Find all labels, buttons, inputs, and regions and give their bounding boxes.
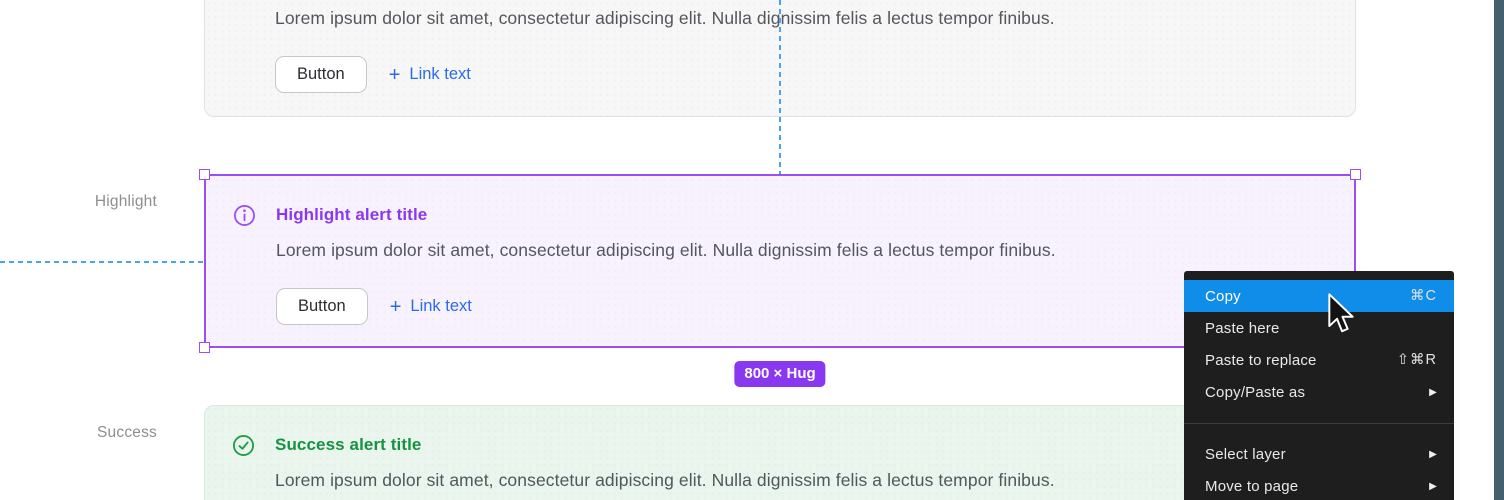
submenu-arrow-icon: ▶ bbox=[1429, 448, 1437, 460]
alert-link-label: Link text bbox=[410, 297, 472, 315]
shortcut-paste-to-replace: ⇧⌘R bbox=[1396, 352, 1437, 368]
alert-link[interactable]: + Link text bbox=[390, 297, 472, 317]
context-menu: Copy ⌘C Paste here Paste to replace ⇧⌘R … bbox=[1184, 271, 1454, 500]
canvas-label-success: Success bbox=[97, 424, 157, 441]
alert-button[interactable]: Button bbox=[275, 56, 367, 93]
alert-title: Success alert title bbox=[275, 435, 422, 454]
vertical-guide-line bbox=[779, 0, 781, 174]
alert-body-text: Lorem ipsum dolor sit amet, consectetur … bbox=[276, 240, 1056, 260]
submenu-arrow-icon: ▶ bbox=[1429, 480, 1437, 492]
selection-handle-top-left[interactable] bbox=[199, 169, 210, 180]
menu-item-select-layer[interactable]: Select layer ▶ bbox=[1205, 445, 1437, 463]
alert-title: Highlight alert title bbox=[276, 205, 428, 224]
check-circle-icon bbox=[232, 434, 255, 457]
alert-link-label: Link text bbox=[409, 65, 471, 83]
plus-icon: + bbox=[388, 63, 401, 86]
menu-item-copy-paste-as[interactable]: Copy/Paste as ▶ bbox=[1205, 383, 1437, 401]
alert-actions-row: Button + Link text bbox=[275, 56, 471, 93]
selection-size-badge: 800 × Hug bbox=[734, 361, 826, 387]
alert-link[interactable]: + Link text bbox=[389, 65, 471, 85]
horizontal-guide-line bbox=[0, 261, 204, 263]
menu-divider bbox=[1184, 423, 1454, 424]
shortcut-copy: ⌘C bbox=[1410, 288, 1437, 304]
alert-button[interactable]: Button bbox=[276, 288, 368, 325]
info-icon bbox=[233, 204, 256, 227]
selection-handle-bottom-left[interactable] bbox=[199, 342, 210, 353]
mouse-cursor-icon bbox=[1327, 293, 1355, 338]
selection-handle-top-right[interactable] bbox=[1350, 169, 1361, 180]
canvas-label-highlight: Highlight bbox=[94, 193, 157, 210]
alert-card-highlight-selected[interactable]: Highlight alert title Lorem ipsum dolor … bbox=[199, 169, 1361, 353]
alert-body-text: Lorem ipsum dolor sit amet, consectetur … bbox=[275, 470, 1055, 490]
alert-card-success[interactable]: Success alert title Lorem ipsum dolor si… bbox=[204, 405, 1356, 500]
menu-item-paste-here[interactable]: Paste here bbox=[1205, 319, 1280, 337]
menu-item-copy[interactable]: Copy ⌘C bbox=[1184, 280, 1454, 312]
menu-item-move-to-page[interactable]: Move to page ▶ bbox=[1205, 477, 1437, 495]
menu-item-paste-to-replace[interactable]: Paste to replace ⇧⌘R bbox=[1205, 351, 1437, 369]
right-panel-edge bbox=[1494, 0, 1504, 500]
plus-icon: + bbox=[389, 295, 402, 318]
submenu-arrow-icon: ▶ bbox=[1429, 386, 1437, 398]
alert-actions-row: Button + Link text bbox=[276, 288, 472, 325]
alert-body-text: Lorem ipsum dolor sit amet, consectetur … bbox=[275, 8, 1055, 28]
